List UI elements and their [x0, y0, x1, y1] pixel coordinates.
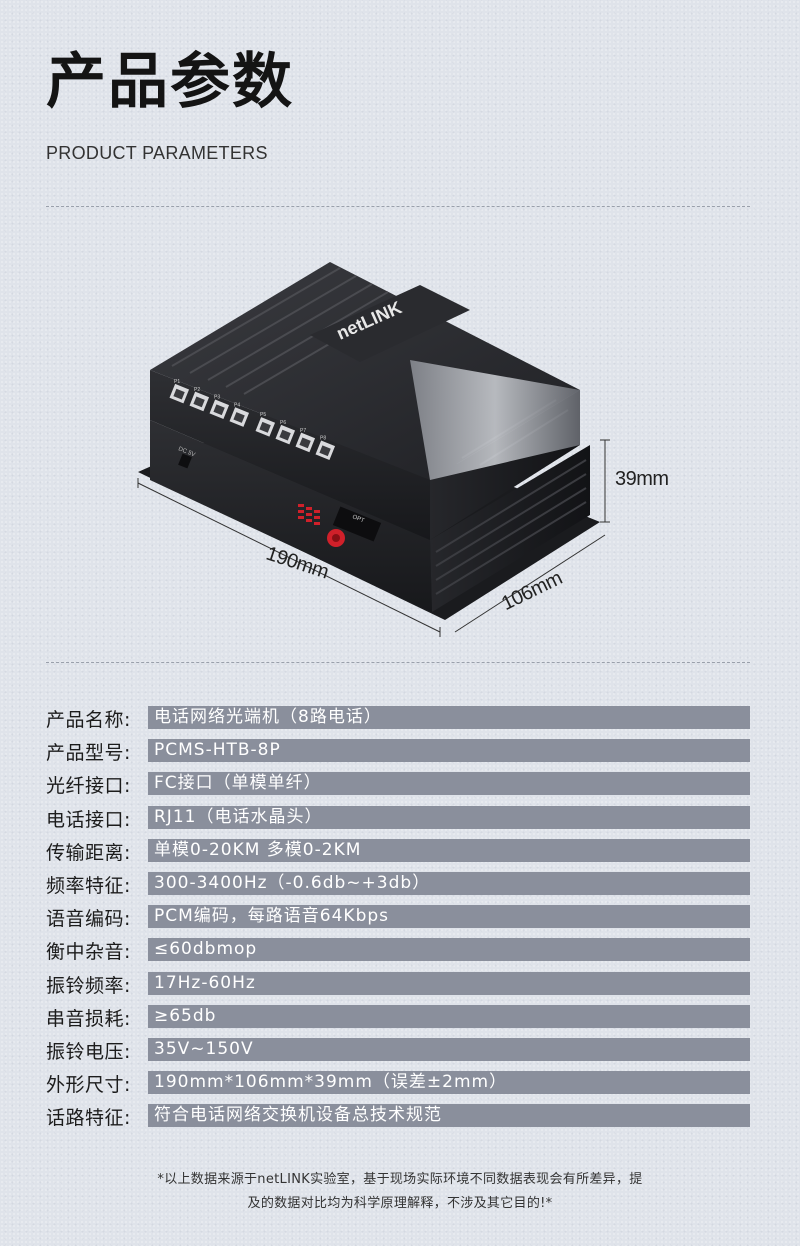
spec-value: 17Hz-60Hz	[154, 972, 256, 993]
footnote-line-2: 及的数据对比均为科学原理解释，不涉及其它目的!*	[247, 1196, 553, 1211]
spec-value: 单模0-20KM 多模0-2KM	[154, 839, 362, 860]
spec-row: 产品型号: PCMS-HTB-8P	[46, 735, 750, 768]
spec-label: 光纤接口:	[46, 775, 131, 798]
status-leds	[298, 504, 320, 525]
spec-value-bar	[148, 1104, 750, 1128]
spec-label: 外形尺寸:	[46, 1074, 131, 1097]
port-label: P3	[214, 395, 220, 401]
spec-value: ≤60dbmop	[154, 939, 258, 960]
spec-value: FC接口（单模单纤）	[154, 773, 322, 794]
spec-value-bar	[148, 905, 750, 929]
spec-label: 产品型号:	[46, 742, 131, 765]
rj11-port: P1	[169, 379, 190, 404]
spec-value-bar	[148, 772, 750, 796]
rj11-port: P8	[315, 436, 336, 461]
spec-label: 衡中杂音:	[46, 941, 131, 964]
page-subtitle: PRODUCT PARAMETERS	[46, 143, 268, 163]
spec-row: 串音损耗: ≥65db	[46, 1001, 750, 1034]
spec-row: 振铃电压: 35V~150V	[46, 1034, 750, 1067]
logo-plate	[310, 285, 470, 362]
spec-label: 频率特征:	[46, 875, 131, 898]
port-label: P5	[260, 412, 266, 418]
footnote-line-1: *以上数据来源于netLINK实验室，基于现场实际环境不同数据表现会有所差异，提	[157, 1172, 643, 1187]
lower-side-panel	[430, 445, 590, 612]
page-title: 产品参数	[46, 47, 294, 117]
spec-row: 衡中杂音: ≤60dbmop	[46, 934, 750, 967]
rj11-port: P7	[295, 428, 316, 453]
spec-value: 300-3400Hz（-0.6db~+3db）	[154, 872, 431, 893]
rj11-port: P3	[209, 395, 230, 420]
dimension-lines	[137, 439, 610, 637]
port-label: P8	[320, 436, 326, 442]
port-label: P4	[234, 402, 240, 408]
spec-label: 串音损耗:	[46, 1007, 131, 1030]
spec-row: 产品名称: 电话网络光端机（8路电话）	[46, 702, 750, 735]
spec-value: 190mm*106mm*39mm（误差±2mm）	[154, 1072, 508, 1093]
spec-row: 频率特征: 300-3400Hz（-0.6db~+3db）	[46, 868, 750, 901]
spec-value-bar	[148, 706, 750, 729]
port-label: P1	[174, 379, 180, 385]
spec-label: 振铃频率:	[46, 974, 131, 997]
spec-table: 产品名称: 电话网络光端机（8路电话） 产品型号: PCMS-HTB-8P 光纤接口: F…	[46, 702, 750, 1133]
spec-label: 振铃电压:	[46, 1040, 131, 1063]
spec-label: 语音编码:	[46, 908, 131, 931]
spec-value: PCMS-HTB-8P	[154, 740, 281, 761]
spec-value: 符合电话网络交换机设备总技术规范	[154, 1105, 442, 1126]
spec-row: 振铃频率: 17Hz-60Hz	[46, 968, 750, 1001]
spec-value: 35V~150V	[154, 1038, 254, 1059]
spec-value-bar	[148, 739, 750, 763]
rj11-port: P5	[255, 412, 276, 437]
spec-row: 光纤接口: FC接口（单模单纤）	[46, 768, 750, 801]
spec-value: RJ11（电话水晶头）	[154, 806, 323, 827]
spec-label: 产品名称:	[46, 709, 131, 732]
rj11-port: P4	[229, 402, 250, 427]
dimension-height: 39mm	[615, 468, 669, 490]
spec-row: 外形尺寸: 190mm*106mm*39mm（误差±2mm）	[46, 1067, 750, 1100]
spec-row: 传输距离: 单模0-20KM 多模0-2KM	[46, 835, 750, 868]
fc-port-panel	[332, 506, 382, 542]
spec-value-bar	[148, 938, 750, 962]
opt-label: OPT	[351, 514, 365, 524]
spec-value-bar	[148, 971, 750, 995]
spec-value-bar	[148, 805, 750, 829]
spec-value: PCM编码，每路语音64Kbps	[154, 906, 390, 927]
divider-top	[46, 206, 750, 207]
rj11-port: P6	[275, 420, 296, 445]
spec-value-bar	[148, 871, 750, 895]
spec-value: 电话网络光端机（8路电话）	[154, 707, 382, 727]
rj11-port: P2	[189, 387, 210, 412]
lower-front-panel	[150, 420, 432, 612]
spec-value-bar	[148, 1004, 750, 1028]
heatsink-cap	[410, 360, 580, 480]
dc-jack	[178, 453, 192, 469]
port-label: P2	[194, 387, 200, 393]
port-label: P6	[280, 420, 286, 426]
spec-row: 语音编码: PCM编码，每路语音64Kbps	[46, 901, 750, 934]
spec-label: 传输距离:	[46, 841, 131, 864]
spec-value-bar	[148, 1071, 750, 1095]
spec-row: 电话接口: RJ11（电话水晶头）	[46, 802, 750, 835]
spec-value: ≥65db	[154, 1005, 217, 1026]
divider-bottom	[46, 662, 750, 663]
spec-row: 话路特征: 符合电话网络交换机设备总技术规范	[46, 1100, 750, 1133]
spec-value-bar	[148, 1037, 750, 1061]
spec-label: 话路特征:	[46, 1107, 131, 1130]
spec-value-bar	[148, 838, 750, 862]
spec-label: 电话接口:	[46, 808, 131, 831]
port-label: P7	[300, 428, 306, 434]
